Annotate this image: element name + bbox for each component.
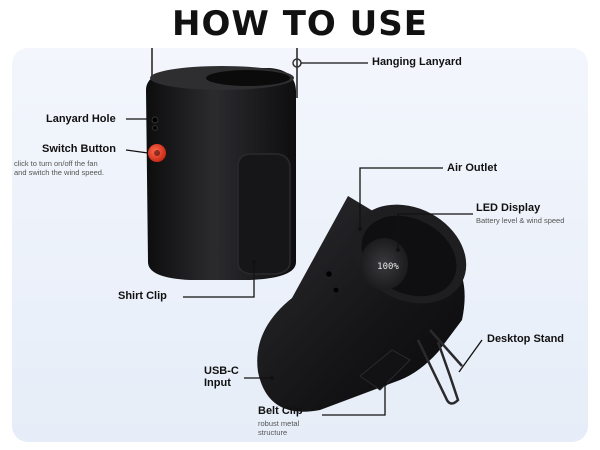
callout-dots <box>252 227 400 386</box>
label-hanging-lanyard: Hanging Lanyard <box>372 56 462 68</box>
fan-device-tilted <box>257 196 467 412</box>
switch-button-desc: click to turn on/off the fan and switch … <box>14 159 104 177</box>
switch-desc-line-1: click to turn on/off the fan <box>14 159 98 168</box>
switch-desc-line-2: and switch the wind speed. <box>14 168 105 177</box>
usb-c-line-1: USB-C <box>204 365 239 377</box>
usb-c-line-2: Input <box>204 377 231 389</box>
label-belt-clip: Belt Clip <box>258 405 303 417</box>
label-usb-c-input: USB-C Input <box>204 365 239 389</box>
belt-clip-desc: robust metal structure <box>258 419 299 437</box>
label-air-outlet: Air Outlet <box>447 162 498 174</box>
label-led-display: LED Display <box>476 202 541 214</box>
led-readout: 100% <box>377 262 399 272</box>
led-display-desc: Battery level & wind speed <box>476 216 565 225</box>
page-title: HOW TO USE <box>172 4 428 44</box>
label-lanyard-hole: Lanyard Hole <box>46 113 116 125</box>
fan-device-upright <box>146 66 296 280</box>
label-desktop-stand: Desktop Stand <box>487 333 565 345</box>
label-shirt-clip: Shirt Clip <box>118 290 167 302</box>
label-switch-button: Switch Button <box>42 143 116 155</box>
callout-lines <box>125 62 483 416</box>
belt-desc-line-2: structure <box>258 428 288 437</box>
switch-button-graphic[interactable] <box>148 144 166 162</box>
led-display-graphic: 100% <box>377 262 399 272</box>
belt-desc-line-1: robust metal <box>258 419 300 428</box>
